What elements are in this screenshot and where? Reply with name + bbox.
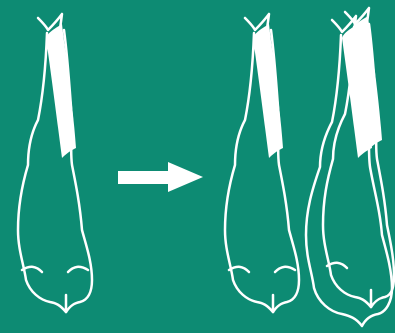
arrow-shaft: [118, 171, 170, 184]
